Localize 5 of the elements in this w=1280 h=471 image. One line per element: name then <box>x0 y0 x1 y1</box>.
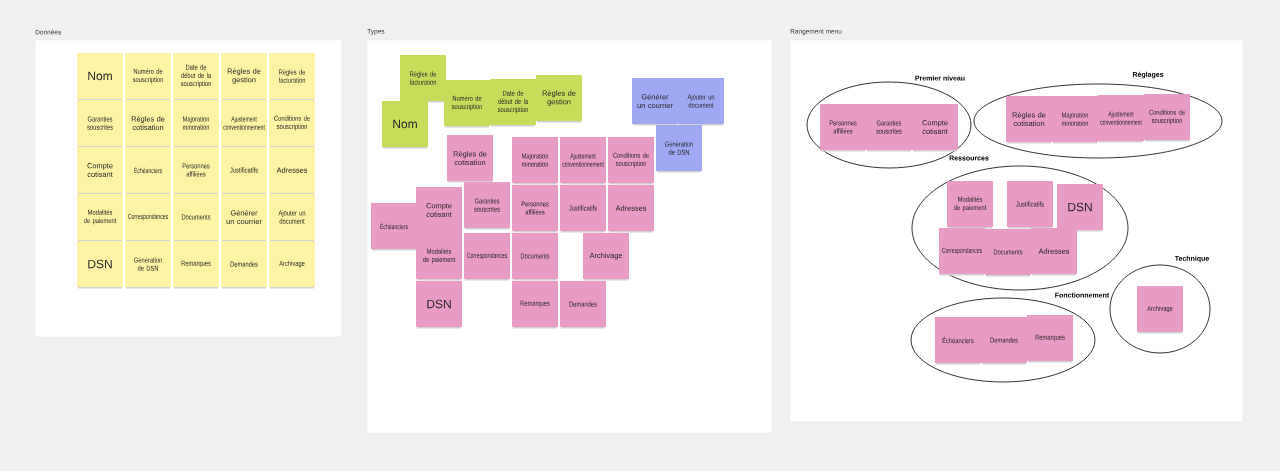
sticky-note: DSN <box>1057 184 1103 232</box>
sticky-note: Nom <box>382 101 428 149</box>
sticky-note: Nom <box>77 53 123 101</box>
sticky-note: DSN <box>416 281 462 329</box>
sticky-note: DSN <box>77 241 123 289</box>
